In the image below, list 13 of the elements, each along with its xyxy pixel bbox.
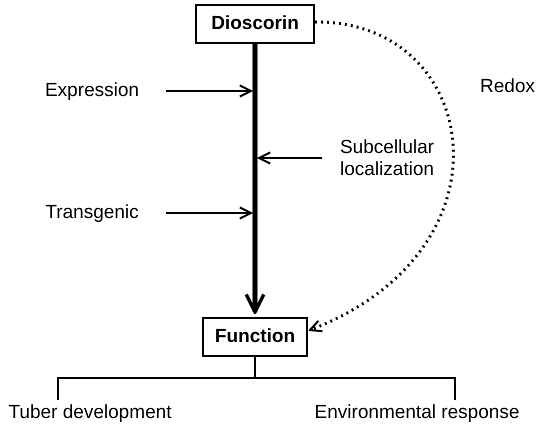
arrow (244, 44, 266, 314)
node-label: Environmental response (286, 400, 548, 426)
arrow (258, 151, 322, 165)
process-box: Dioscorin (195, 4, 315, 44)
arrow (308, 20, 455, 332)
node-label: Expression (18, 78, 166, 104)
node-label: Tuber development (0, 400, 180, 426)
process-box: Function (202, 317, 308, 357)
connector-line (254, 357, 456, 400)
arrow (166, 206, 252, 220)
node-label: Subcellular localization (322, 134, 452, 184)
node-label: Transgenic (18, 200, 166, 226)
arrow (166, 84, 252, 98)
